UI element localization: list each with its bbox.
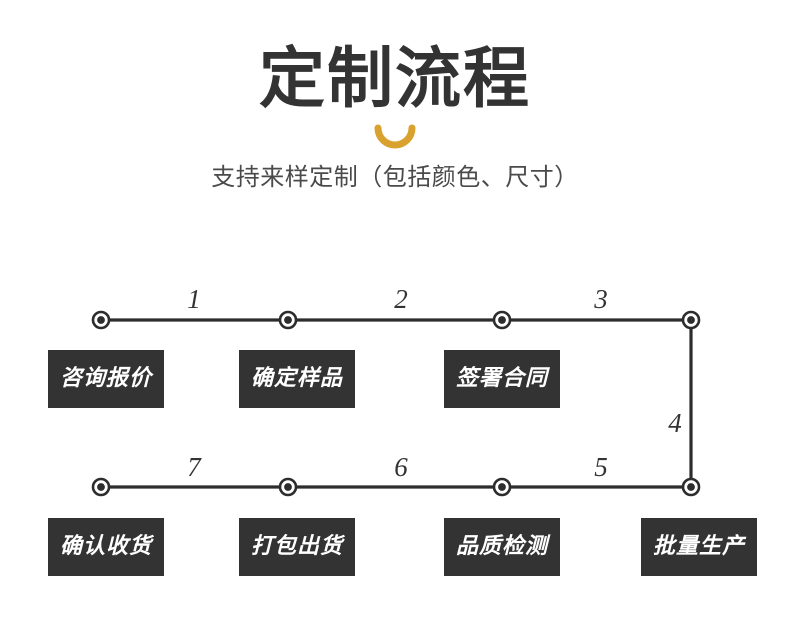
node-top-3 xyxy=(492,310,512,330)
step-number-6: 6 xyxy=(394,452,408,482)
step-number-2: 2 xyxy=(394,284,408,314)
step-number-3: 3 xyxy=(594,284,608,314)
step-number-4: 4 xyxy=(668,408,682,438)
step-box-pack-and-ship[interactable]: 打包出货 xyxy=(239,518,355,576)
step-number-7: 7 xyxy=(187,452,201,482)
step-number-1: 1 xyxy=(187,284,201,314)
flow-connectors-and-nodes xyxy=(91,310,701,497)
step-number-5: 5 xyxy=(594,452,608,482)
page-subtitle: 支持来样定制（包括颜色、尺寸） xyxy=(211,162,579,191)
node-bottom-2 xyxy=(278,477,298,497)
node-bottom-3 xyxy=(492,477,512,497)
node-bottom-1 xyxy=(91,477,111,497)
arc-underline-icon xyxy=(374,124,416,149)
node-top-4 xyxy=(681,310,701,330)
page-title: 定制流程 xyxy=(259,40,531,117)
step-box-confirm-sample[interactable]: 确定样品 xyxy=(239,350,355,408)
step-box-quality-inspection[interactable]: 品质检测 xyxy=(444,518,560,576)
node-top-2 xyxy=(278,310,298,330)
node-bottom-4 xyxy=(681,477,701,497)
step-box-confirm-receipt[interactable]: 确认收货 xyxy=(48,518,164,576)
customization-flow-diagram: 1 2 3 4 5 6 7 咨询报价 确定样品 签署合同 确认收货 打包出货 品… xyxy=(0,270,790,600)
step-box-sign-contract[interactable]: 签署合同 xyxy=(444,350,560,408)
step-box-inquiry-quote[interactable]: 咨询报价 xyxy=(48,350,164,408)
node-top-1 xyxy=(91,310,111,330)
page-header: 定制流程 支持来样定制（包括颜色、尺寸） xyxy=(0,0,790,192)
step-box-mass-production[interactable]: 批量生产 xyxy=(641,518,757,576)
